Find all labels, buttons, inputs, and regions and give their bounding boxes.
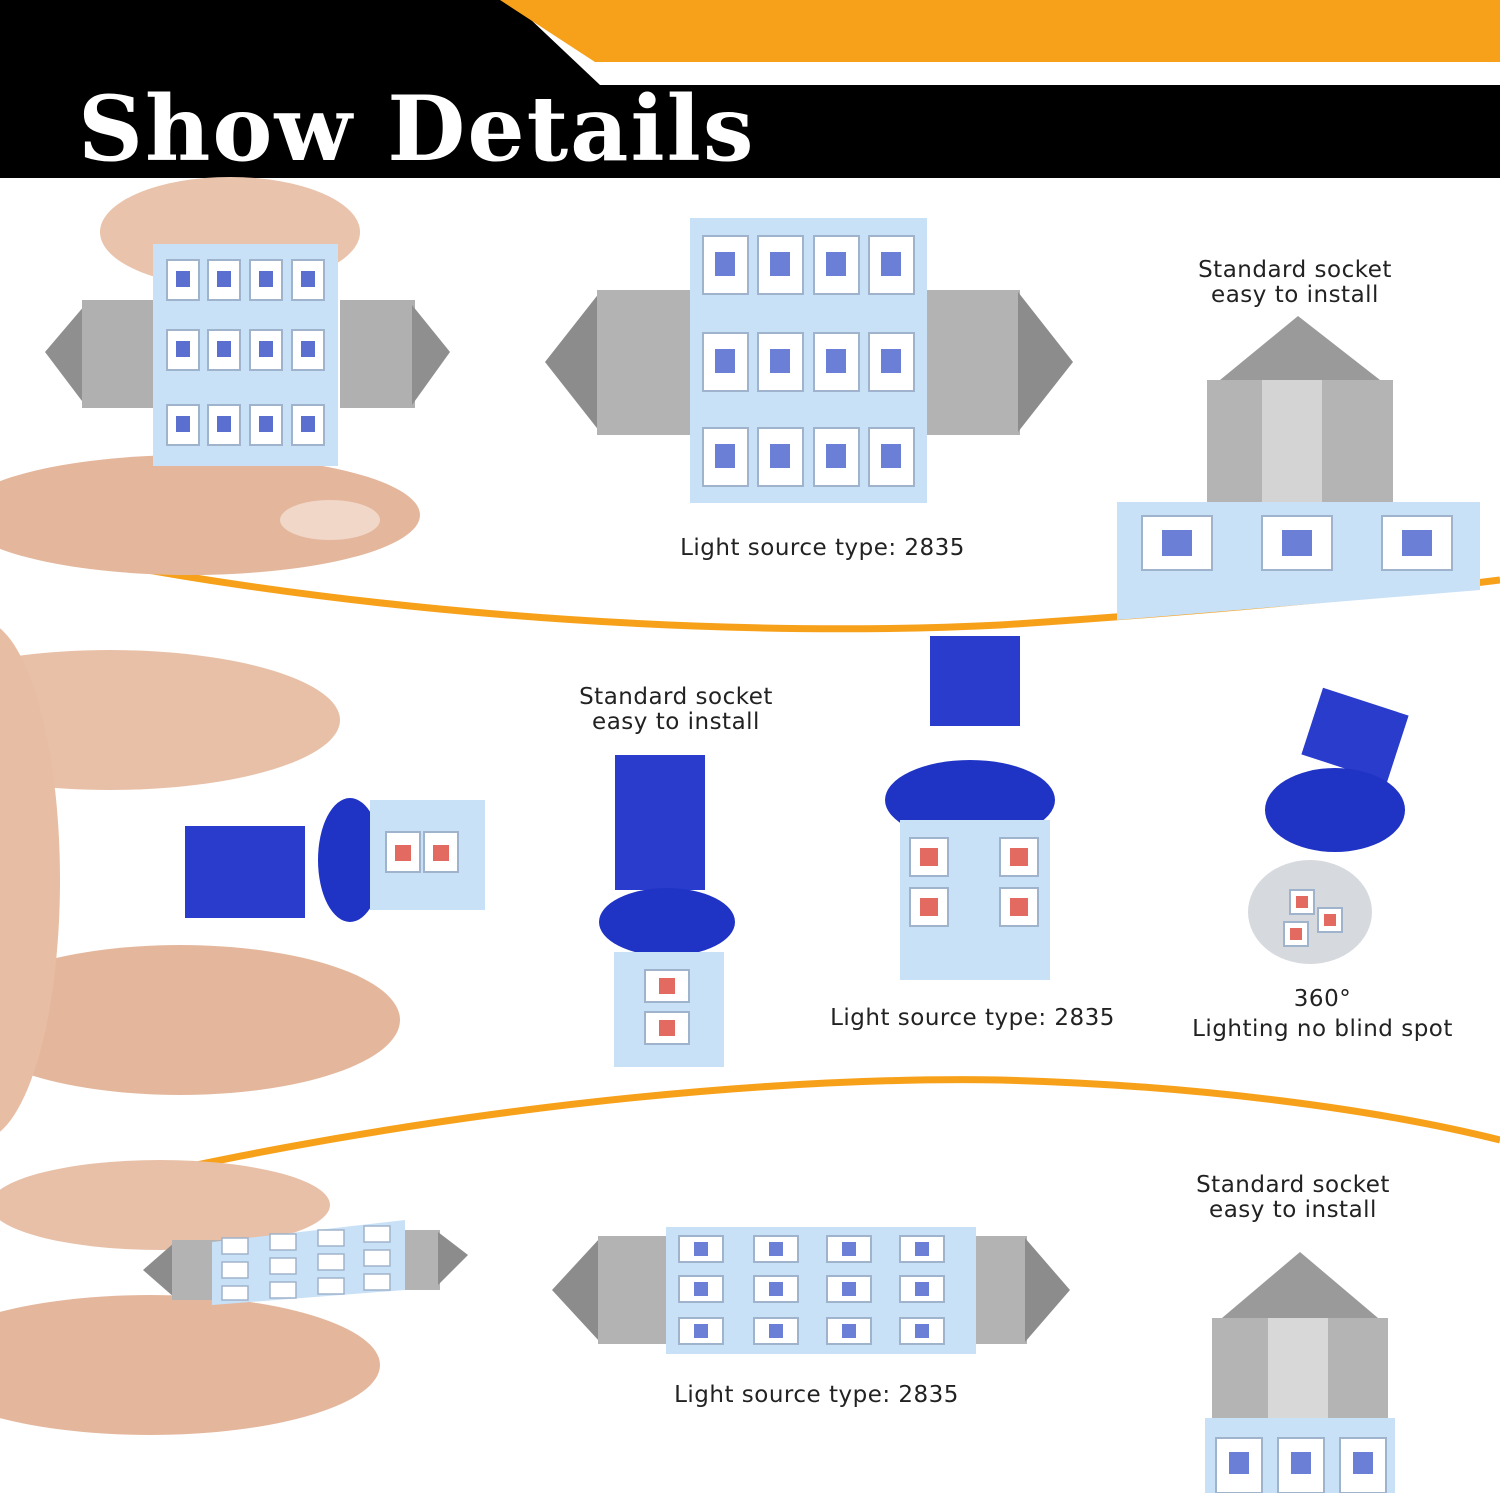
divider-curve-2 <box>0 1076 1500 1216</box>
header-bar <box>0 0 1500 178</box>
360-caption: 360° Lighting no blind spot <box>1170 984 1475 1044</box>
light-source-caption: Light source type: 2835 <box>830 1005 1115 1031</box>
festoon-bulb-icon <box>143 1220 468 1305</box>
festoon-closeup-icon <box>1205 1252 1395 1493</box>
caption-line: easy to install <box>592 709 760 735</box>
finger-icon <box>0 1160 380 1435</box>
festoon-bulb-icon <box>45 244 450 466</box>
t10-wedge-bulb-icon <box>599 755 735 1067</box>
caption-line: 360° <box>1293 986 1352 1012</box>
caption-line: Lighting no blind spot <box>1192 1016 1453 1042</box>
t10-wedge-bulb-icon <box>1248 687 1409 964</box>
festoon-closeup-icon <box>1117 316 1480 620</box>
socket-caption: Standard socket easy to install <box>1158 1173 1428 1223</box>
caption-line: Standard socket <box>1196 1172 1390 1198</box>
festoon-bulb-icon <box>545 218 1073 503</box>
festoon-bulb-icon <box>552 1227 1070 1354</box>
page-title: Show Details <box>78 76 756 182</box>
t10-wedge-bulb-icon <box>885 636 1055 980</box>
socket-caption: Standard socket easy to install <box>541 685 811 735</box>
caption-line: easy to install <box>1209 1197 1377 1223</box>
socket-caption: Standard socket easy to install <box>1160 258 1430 308</box>
light-source-caption: Light source type: 2835 <box>680 535 965 561</box>
header-accent-stripe <box>500 0 1500 62</box>
light-source-caption: Light source type: 2835 <box>674 1382 959 1408</box>
caption-line: easy to install <box>1211 282 1379 308</box>
caption-line: Standard socket <box>579 684 773 710</box>
finger-icon <box>0 628 400 1132</box>
caption-line: Standard socket <box>1198 257 1392 283</box>
t10-wedge-bulb-icon <box>185 798 485 922</box>
